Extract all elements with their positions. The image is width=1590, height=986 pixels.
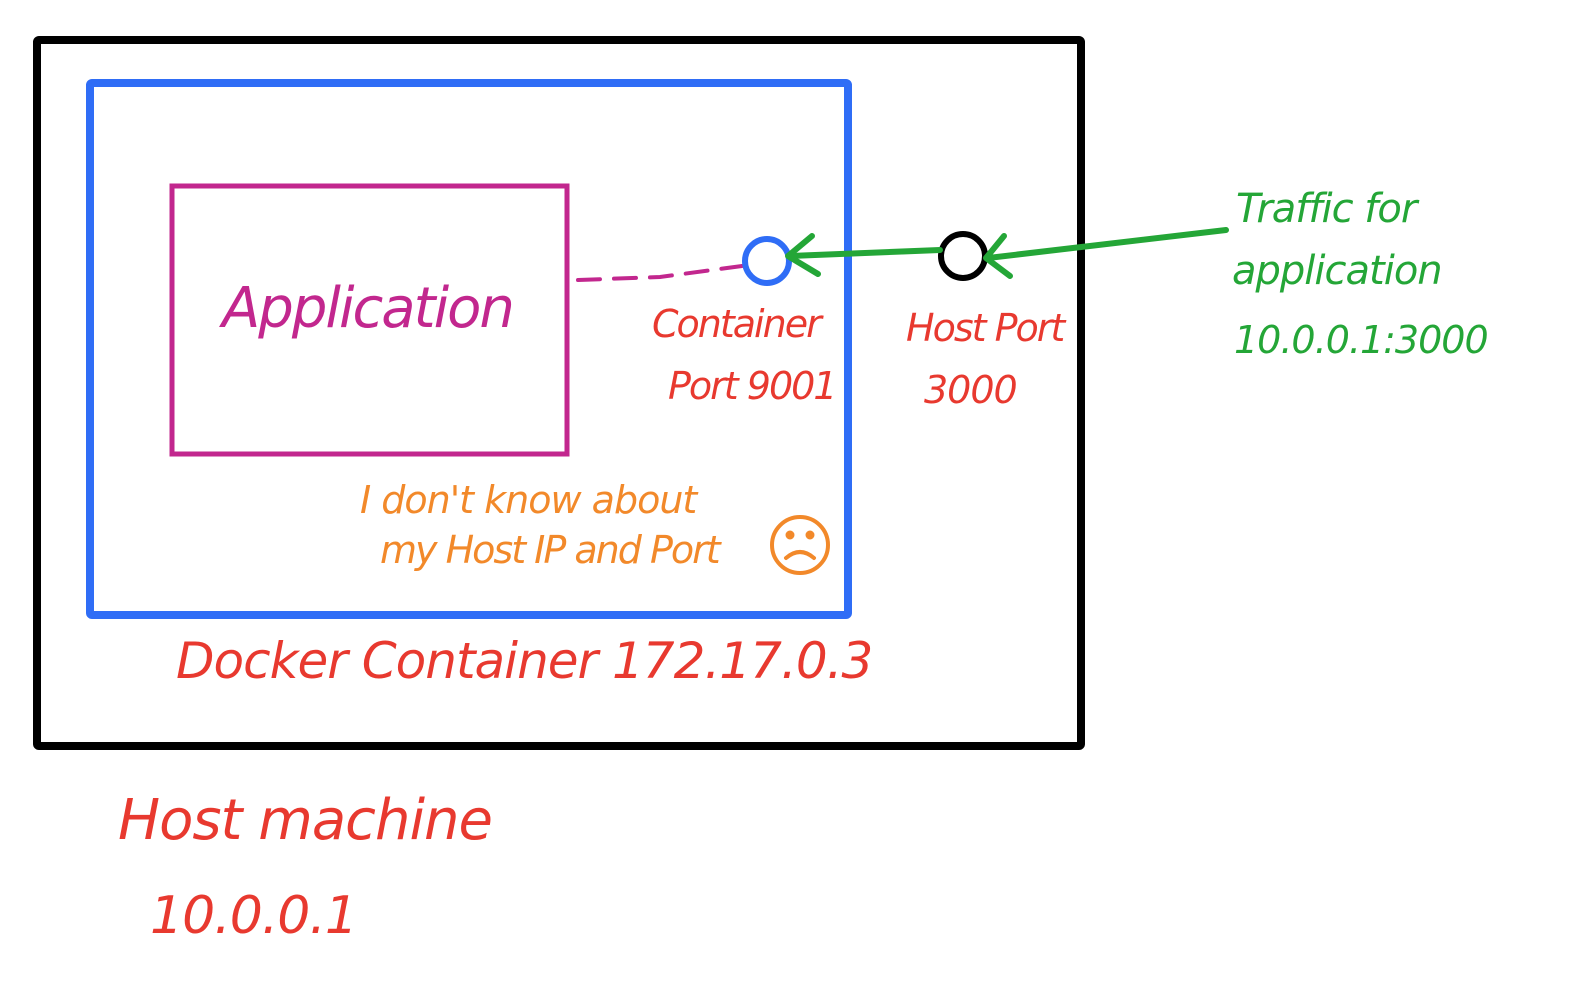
sad-face-icon xyxy=(770,515,830,575)
application-label: Application xyxy=(222,276,515,341)
host-machine-label-line2: 10.0.0.1 xyxy=(150,886,358,946)
note-line1: I don't know about xyxy=(360,478,697,522)
application-box xyxy=(169,183,570,457)
app-to-port-dashed-line xyxy=(576,264,744,282)
host-port-label-line2: 3000 xyxy=(924,368,1018,412)
traffic-label-line1: Traffic for xyxy=(1236,186,1417,232)
docker-container-box xyxy=(86,79,852,619)
arrow-host-to-container xyxy=(785,233,943,277)
container-port-label-line2: Port 9001 xyxy=(668,364,837,408)
host-port-label-line1: Host Port xyxy=(906,306,1065,350)
container-port-label-line1: Container xyxy=(652,302,822,346)
traffic-label-line2: application xyxy=(1232,248,1443,294)
host-port-circle xyxy=(938,231,988,281)
container-label: Docker Container 172.17.0.3 xyxy=(176,632,873,690)
note-line2: my Host IP and Port xyxy=(380,528,721,572)
host-machine-box xyxy=(33,36,1085,750)
container-port-circle xyxy=(742,236,792,286)
arrow-traffic-to-host xyxy=(983,227,1229,279)
traffic-label-line3: 10.0.0.1:3000 xyxy=(1234,318,1489,362)
host-machine-label-line1: Host machine xyxy=(118,788,493,853)
